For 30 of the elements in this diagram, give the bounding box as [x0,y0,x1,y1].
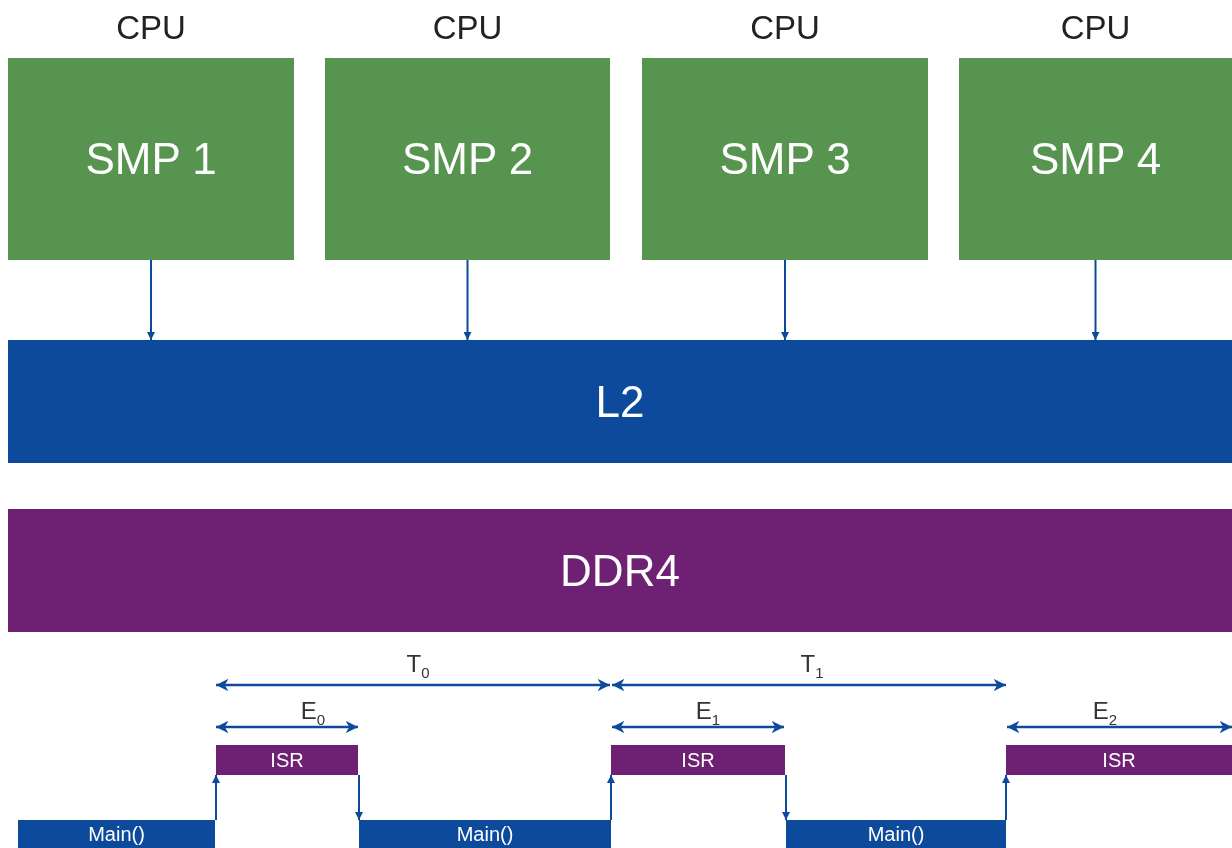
task-bar: ISR [611,745,785,775]
heading-label: CPU [115,8,187,48]
processor-box: SMP 1 [8,58,294,260]
processor-box: SMP 2 [325,58,610,260]
arrow [782,774,790,821]
task-bar: Main() [359,820,611,848]
duration-label: T$_{1}$ [800,650,824,681]
task-bar: ISR [1006,745,1232,775]
arrow [1002,774,1010,821]
cache-bar: L2 [8,340,1232,463]
task-bar: Main() [786,820,1006,848]
task-bar: ISR [216,745,358,775]
heading-label: CPU [749,8,821,48]
duration-label: E$_{0}$ [300,697,326,728]
duration-label: E$_{2}$ [1092,697,1118,728]
arrow [463,259,472,341]
processor-box: SMP 4 [959,58,1232,260]
memory-bar: DDR4 [8,509,1232,632]
heading-label: CPU [1059,8,1132,48]
duration-label: T$_{0}$ [406,650,430,681]
arrow [781,259,789,341]
heading-label: CPU [431,8,504,48]
arrow [355,774,363,821]
arrow [147,259,155,341]
arrow [1091,259,1100,341]
arrow [212,774,220,821]
processor-box: SMP 3 [642,58,928,260]
duration-label: E$_{1}$ [695,697,721,728]
task-bar: Main() [18,820,215,848]
arrow [607,774,615,821]
